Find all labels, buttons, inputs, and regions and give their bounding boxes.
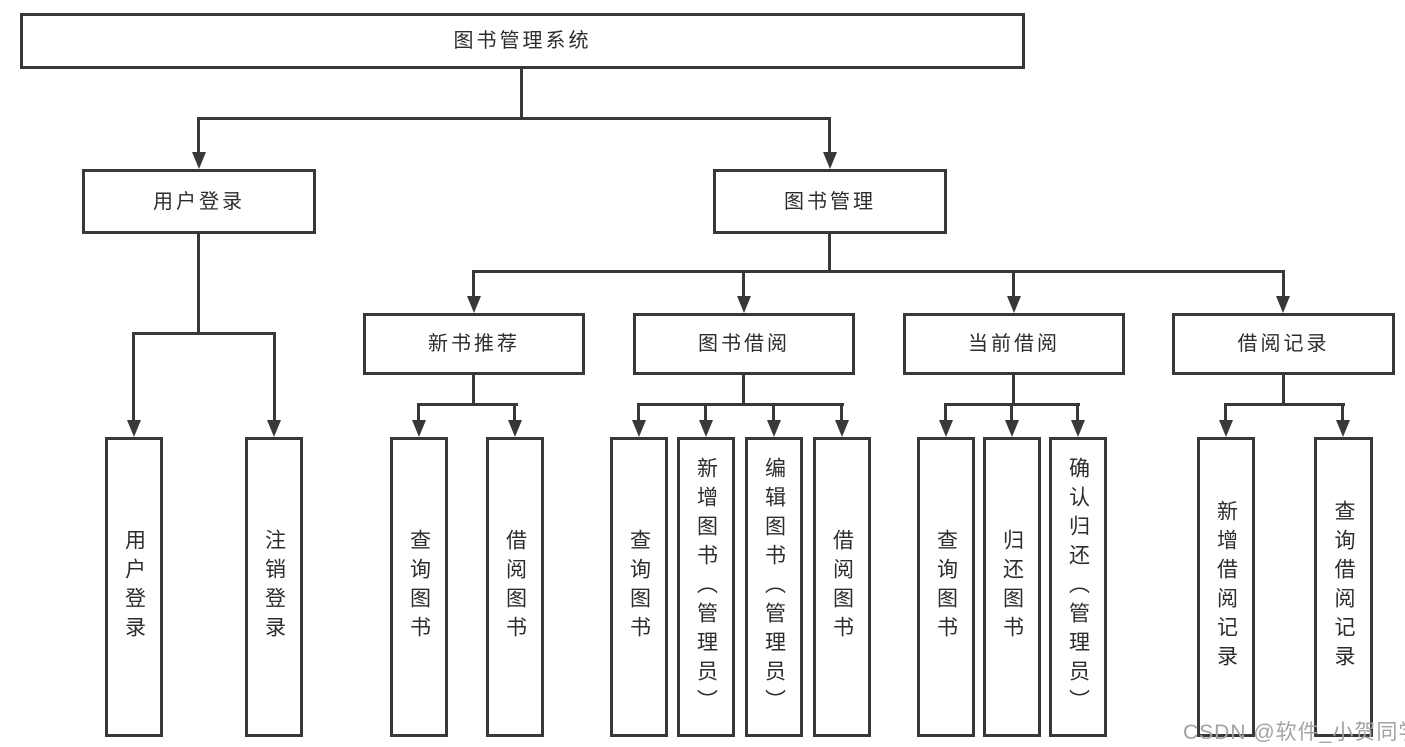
node-label: 归还图书 bbox=[1000, 529, 1024, 645]
node-label: 用户登录 bbox=[122, 529, 146, 645]
arrow-down-icon bbox=[767, 420, 781, 437]
arrow-down-icon bbox=[1007, 296, 1021, 313]
connector-line bbox=[472, 374, 475, 406]
node-user-login: 用户登录 bbox=[82, 169, 316, 234]
connector-line bbox=[417, 403, 518, 406]
arrow-down-icon bbox=[699, 420, 713, 437]
arrow-down-icon bbox=[632, 420, 646, 437]
leaf-bb-query-books: 查询图书 bbox=[610, 437, 668, 737]
connector-line bbox=[417, 403, 420, 426]
leaf-cb-query-books: 查询图书 bbox=[917, 437, 975, 737]
leaf-logout: 注销登录 bbox=[245, 437, 303, 737]
connector-line bbox=[197, 117, 831, 120]
connector-line bbox=[273, 332, 276, 422]
arrow-down-icon bbox=[1336, 420, 1350, 437]
connector-line bbox=[742, 270, 745, 299]
leaf-br-add-borrow-record: 新增借阅记录 bbox=[1197, 437, 1255, 737]
connector-line bbox=[1282, 374, 1285, 406]
arrow-down-icon bbox=[127, 420, 141, 437]
node-label: 确认归还（管理员） bbox=[1066, 456, 1090, 718]
arrow-down-icon bbox=[939, 420, 953, 437]
connector-line bbox=[513, 403, 516, 426]
arrow-down-icon bbox=[737, 296, 751, 313]
connector-line bbox=[472, 270, 1285, 273]
node-label: 用户登录 bbox=[153, 190, 245, 213]
arrow-down-icon bbox=[1219, 420, 1233, 437]
node-label: 新增借阅记录 bbox=[1214, 500, 1238, 674]
connector-line bbox=[1012, 374, 1015, 406]
node-borrow-records: 借阅记录 bbox=[1172, 313, 1395, 375]
leaf-cb-confirm-return-admin: 确认归还（管理员） bbox=[1049, 437, 1107, 737]
connector-line bbox=[637, 403, 844, 406]
arrow-down-icon bbox=[1276, 296, 1290, 313]
node-label: 图书借阅 bbox=[698, 333, 790, 355]
connector-line bbox=[840, 403, 843, 426]
arrow-down-icon bbox=[267, 420, 281, 437]
arrow-down-icon bbox=[412, 420, 426, 437]
node-label: 借阅图书 bbox=[830, 529, 854, 645]
leaf-bb-add-books-admin: 新增图书（管理员） bbox=[677, 437, 735, 737]
leaf-nb-borrow-books: 借阅图书 bbox=[486, 437, 544, 737]
connector-line bbox=[1224, 403, 1345, 406]
connector-line bbox=[1012, 270, 1015, 299]
arrow-down-icon bbox=[192, 152, 206, 169]
node-book-borrowing: 图书借阅 bbox=[633, 313, 855, 375]
leaf-nb-query-books: 查询图书 bbox=[390, 437, 448, 737]
leaf-br-query-borrow-record: 查询借阅记录 bbox=[1314, 437, 1373, 737]
arrow-down-icon bbox=[835, 420, 849, 437]
connector-line bbox=[944, 403, 947, 426]
node-label: 借阅记录 bbox=[1237, 333, 1330, 355]
node-label: 新增图书（管理员） bbox=[694, 456, 718, 718]
connector-line bbox=[637, 403, 640, 426]
node-label: 查询图书 bbox=[407, 529, 431, 645]
node-current-borrowing: 当前借阅 bbox=[903, 313, 1125, 375]
node-book-management: 图书管理 bbox=[713, 169, 947, 234]
node-label: 查询图书 bbox=[627, 529, 651, 645]
node-label: 查询借阅记录 bbox=[1332, 500, 1355, 674]
connector-line bbox=[828, 233, 831, 273]
connector-line bbox=[1224, 403, 1227, 426]
leaf-bb-borrow-books: 借阅图书 bbox=[813, 437, 871, 737]
arrow-down-icon bbox=[1071, 420, 1085, 437]
connector-line bbox=[1282, 270, 1285, 299]
connector-line bbox=[704, 403, 707, 426]
connector-line bbox=[828, 117, 831, 155]
connector-line bbox=[772, 403, 775, 426]
arrow-down-icon bbox=[508, 420, 522, 437]
node-label: 编辑图书（管理员） bbox=[762, 456, 786, 718]
arrow-down-icon bbox=[1005, 420, 1019, 437]
csdn-watermark: CSDN @软件_小贺同学 bbox=[1183, 721, 1405, 744]
node-root-library-system: 图书管理系统 bbox=[20, 13, 1025, 69]
connector-line bbox=[472, 270, 475, 299]
node-label: 注销登录 bbox=[262, 529, 286, 645]
node-label: 图书管理 bbox=[784, 190, 876, 213]
connector-line bbox=[520, 68, 523, 119]
node-label: 借阅图书 bbox=[503, 529, 527, 645]
arrow-down-icon bbox=[467, 296, 481, 313]
node-label: 新书推荐 bbox=[428, 333, 520, 355]
connector-line bbox=[1076, 403, 1079, 426]
connector-line bbox=[197, 233, 200, 334]
connector-line bbox=[197, 117, 200, 155]
connector-line bbox=[1010, 403, 1013, 426]
connector-line bbox=[132, 332, 135, 422]
connector-line bbox=[1341, 403, 1344, 426]
node-label: 查询图书 bbox=[934, 529, 958, 645]
leaf-cb-return-books: 归还图书 bbox=[983, 437, 1041, 737]
connector-line bbox=[742, 374, 745, 406]
node-label: 图书管理系统 bbox=[453, 30, 592, 52]
node-new-book-recommend: 新书推荐 bbox=[363, 313, 585, 375]
leaf-user-login: 用户登录 bbox=[105, 437, 163, 737]
leaf-bb-edit-books-admin: 编辑图书（管理员） bbox=[745, 437, 803, 737]
node-label: 当前借阅 bbox=[968, 333, 1060, 355]
arrow-down-icon bbox=[823, 152, 837, 169]
connector-line bbox=[132, 332, 276, 335]
